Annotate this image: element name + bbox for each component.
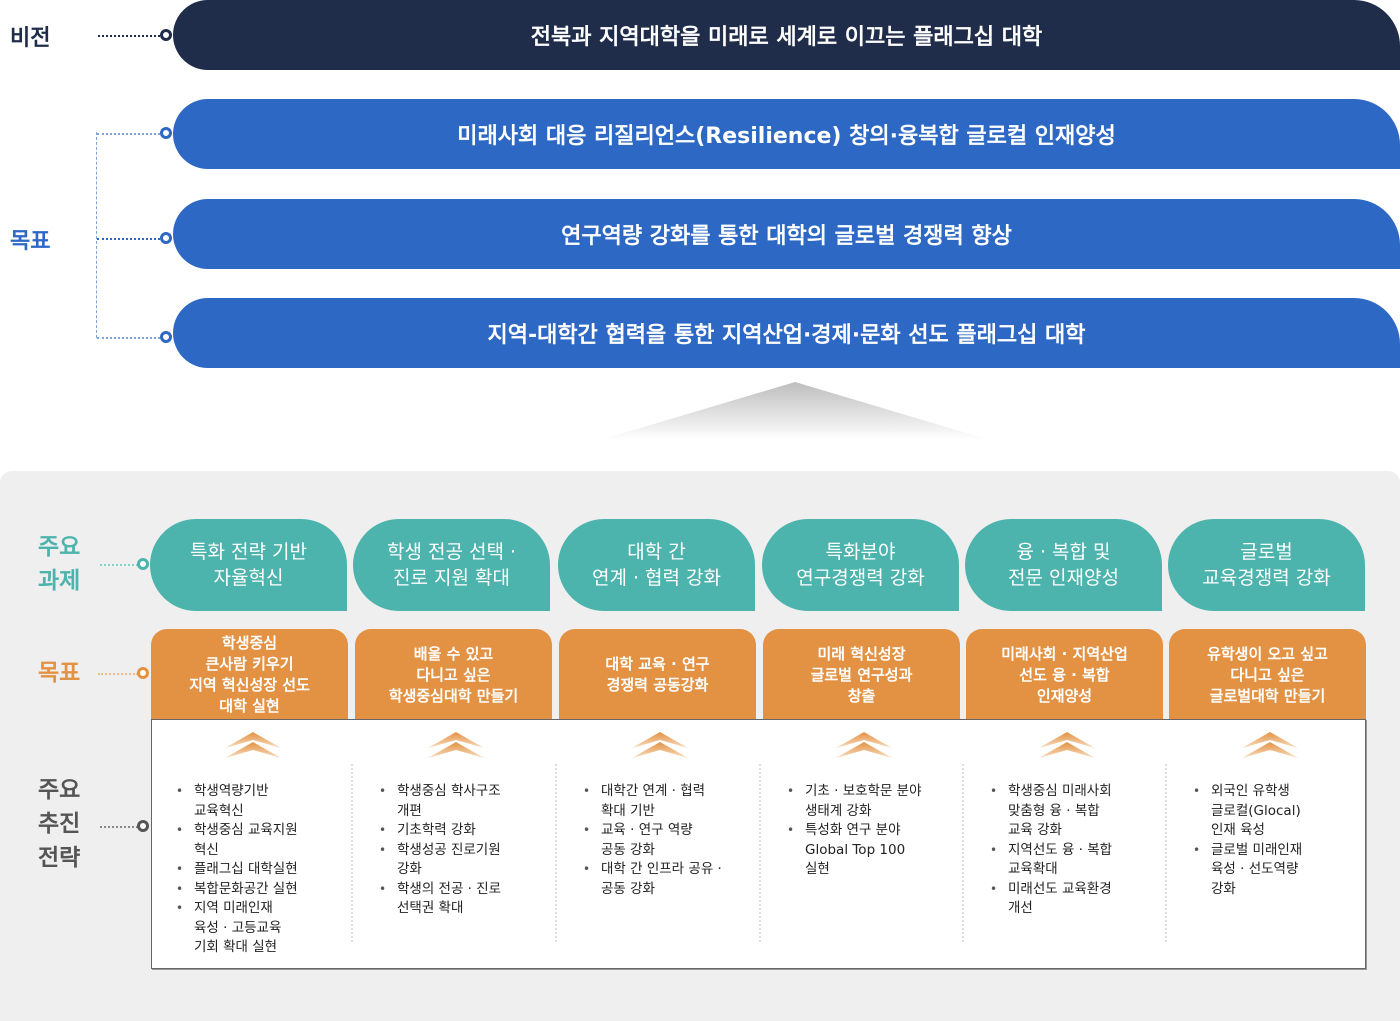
goal-connector-3 xyxy=(97,337,160,339)
target-text: 학생중심 큰사람 키우기 지역 혁신성장 선도 대학 실현 xyxy=(189,634,310,715)
target-text: 대학 교육 · 연구 경쟁력 공동강화 xyxy=(605,655,710,694)
strategy-item: 학생중심 교육지원 혁신 xyxy=(174,821,348,860)
strategy-item: 지역선도 융 · 복합 교육확대 xyxy=(988,841,1162,880)
strategy-item: 교육 · 연구 역량 공동 강화 xyxy=(581,821,755,860)
goal-text-2: 연구역량 강화를 통한 대학의 글로벌 경쟁력 향상 xyxy=(561,224,1012,249)
goal-connector-1 xyxy=(97,133,160,135)
task-bubble: 특화 전략 기반 자율혁신 xyxy=(150,519,347,611)
strategy-list: 학생역량기반 교육혁신학생중심 교육지원 혁신플래그십 대학실현복합문화공간 실… xyxy=(174,782,348,958)
vision-bar: 전북과 지역대학을 미래로 세계로 이끄는 플래그십 대학 xyxy=(173,0,1400,70)
goal-connector-dot-2 xyxy=(160,232,172,244)
target-text: 유학생이 오고 싶고 다니고 싶은 글로벌대학 만들기 xyxy=(1207,644,1328,705)
tasks-connector xyxy=(100,564,138,566)
tasks-connector-dot xyxy=(137,558,149,570)
target-text: 미래사회 · 지역산업 선도 융 · 복합 인재양성 xyxy=(1001,644,1128,705)
vision-connector-dot xyxy=(160,29,172,41)
strategy-item: 글로벌 미래인재 육성 · 선도역량 강화 xyxy=(1191,841,1365,900)
strategies-connector xyxy=(100,826,138,828)
task-text: 특화 전략 기반 자율혁신 xyxy=(190,541,307,589)
column-divider xyxy=(1165,764,1167,942)
target-box: 대학 교육 · 연구 경쟁력 공동강화 xyxy=(559,629,756,721)
strategy-item: 미래선도 교육환경 개선 xyxy=(988,880,1162,919)
target-box: 배울 수 있고 다니고 싶은 학생중심대학 만들기 xyxy=(355,629,552,721)
column-divider xyxy=(351,764,353,942)
target-box: 유학생이 오고 싶고 다니고 싶은 글로벌대학 만들기 xyxy=(1169,629,1366,721)
goal-bar-3: 지역-대학간 협력을 통한 지역산업·경제·문화 선도 플래그십 대학 xyxy=(173,298,1400,368)
strategy-item: 대학간 연계 · 협력 확대 기반 xyxy=(581,782,755,821)
strategies-box: 학생역량기반 교육혁신학생중심 교육지원 혁신플래그십 대학실현복합문화공간 실… xyxy=(151,719,1366,969)
target-box: 학생중심 큰사람 키우기 지역 혁신성장 선도 대학 실현 xyxy=(151,629,348,721)
strategy-item: 학생역량기반 교육혁신 xyxy=(174,782,348,821)
goal-text-1: 미래사회 대응 리질리언스(Resilience) 창의·융복합 글로컬 인재양… xyxy=(457,124,1116,149)
strategy-item: 기초 · 보호학문 분야 생태계 강화 xyxy=(785,782,959,821)
vision-label: 비전 xyxy=(10,26,51,51)
targets-connector xyxy=(98,673,138,675)
vision-text: 전북과 지역대학을 미래로 세계로 이끄는 플래그십 대학 xyxy=(530,25,1043,50)
task-bubble: 융 · 복합 및 전문 인재양성 xyxy=(965,519,1162,611)
task-text: 학생 전공 선택 · 진로 지원 확대 xyxy=(386,541,517,589)
upward-arrow-icon xyxy=(600,382,990,440)
task-bubble: 특화분야 연구경쟁력 강화 xyxy=(762,519,959,611)
strategy-item: 외국인 유학생 글로컬(Glocal) 인재 육성 xyxy=(1191,782,1365,841)
goal-connector-dot-1 xyxy=(160,127,172,139)
target-text: 미래 혁신성장 글로벌 연구성과 창출 xyxy=(810,644,913,705)
strategy-list: 외국인 유학생 글로컬(Glocal) 인재 육성글로벌 미래인재 육성 · 선… xyxy=(1191,782,1365,899)
strategies-row-label: 주요 추진 전략 xyxy=(38,777,81,871)
task-text: 융 · 복합 및 전문 인재양성 xyxy=(1008,541,1119,589)
target-text: 배울 수 있고 다니고 싶은 학생중심대학 만들기 xyxy=(388,644,519,705)
strategy-item: 지역 미래인재 육성 · 고등교육 기회 확대 실현 xyxy=(174,899,348,958)
column-divider xyxy=(962,764,964,942)
vision-connector xyxy=(98,35,160,37)
double-chevron-up-icon xyxy=(1242,732,1298,758)
strategy-column: 학생중심 미래사회 맞춤형 융 · 복합 교육 강화지역선도 융 · 복합 교육… xyxy=(966,720,1168,968)
target-box: 미래사회 · 지역산업 선도 융 · 복합 인재양성 xyxy=(966,629,1163,721)
strategy-list: 기초 · 보호학문 분야 생태계 강화특성화 연구 분야 Global Top … xyxy=(785,782,959,880)
double-chevron-up-icon xyxy=(1039,732,1095,758)
double-chevron-up-icon xyxy=(225,732,281,758)
task-bubble: 학생 전공 선택 · 진로 지원 확대 xyxy=(353,519,550,611)
targets-connector-dot xyxy=(137,667,149,679)
strategy-item: 학생의 전공 · 진로 선택권 확대 xyxy=(377,880,551,919)
strategy-column: 기초 · 보호학문 분야 생태계 강화특성화 연구 분야 Global Top … xyxy=(763,720,965,968)
strategy-list: 학생중심 미래사회 맞춤형 융 · 복합 교육 강화지역선도 융 · 복합 교육… xyxy=(988,782,1162,919)
task-text: 글로벌 교육경쟁력 강화 xyxy=(1202,541,1331,589)
goal-bar-2: 연구역량 강화를 통한 대학의 글로벌 경쟁력 향상 xyxy=(173,199,1400,269)
double-chevron-up-icon xyxy=(428,732,484,758)
targets-row-label: 목표 xyxy=(38,660,81,686)
task-text: 대학 간 연계 · 협력 강화 xyxy=(591,541,722,589)
strategy-column: 외국인 유학생 글로컬(Glocal) 인재 육성글로벌 미래인재 육성 · 선… xyxy=(1169,720,1371,968)
goal-connector-dot-3 xyxy=(160,331,172,343)
strategy-item: 학생성공 진로기원 강화 xyxy=(377,841,551,880)
strategy-item: 대학 간 인프라 공유 · 공동 강화 xyxy=(581,860,755,899)
task-text: 특화분야 연구경쟁력 강화 xyxy=(796,541,925,589)
goals-label: 목표 xyxy=(10,229,51,254)
target-box: 미래 혁신성장 글로벌 연구성과 창출 xyxy=(763,629,960,721)
task-bubble: 대학 간 연계 · 협력 강화 xyxy=(558,519,755,611)
strategy-item: 학생중심 미래사회 맞춤형 융 · 복합 교육 강화 xyxy=(988,782,1162,841)
double-chevron-up-icon xyxy=(632,732,688,758)
goal-text-3: 지역-대학간 협력을 통한 지역산업·경제·문화 선도 플래그십 대학 xyxy=(487,323,1086,348)
task-bubble: 글로벌 교육경쟁력 강화 xyxy=(1168,519,1365,611)
tasks-row-label: 주요 과제 xyxy=(38,534,81,594)
goal-bar-1: 미래사회 대응 리질리언스(Resilience) 창의·융복합 글로컬 인재양… xyxy=(173,99,1400,169)
strategy-column: 학생중심 학사구조 개편기초학력 강화학생성공 진로기원 강화학생의 전공 · … xyxy=(355,720,557,968)
double-chevron-up-icon xyxy=(836,732,892,758)
strategy-column: 학생역량기반 교육혁신학생중심 교육지원 혁신플래그십 대학실현복합문화공간 실… xyxy=(152,720,354,968)
strategy-item: 학생중심 학사구조 개편 xyxy=(377,782,551,821)
column-divider xyxy=(759,764,761,942)
strategies-connector-dot xyxy=(137,820,149,832)
strategy-item: 복합문화공간 실현 xyxy=(174,880,348,900)
goals-bracket-line xyxy=(96,132,97,338)
strategy-item: 특성화 연구 분야 Global Top 100 실현 xyxy=(785,821,959,880)
goal-connector-2 xyxy=(97,238,160,240)
strategy-item: 기초학력 강화 xyxy=(377,821,551,841)
strategy-item: 플래그십 대학실현 xyxy=(174,860,348,880)
column-divider xyxy=(555,764,557,942)
strategy-list: 학생중심 학사구조 개편기초학력 강화학생성공 진로기원 강화학생의 전공 · … xyxy=(377,782,551,919)
